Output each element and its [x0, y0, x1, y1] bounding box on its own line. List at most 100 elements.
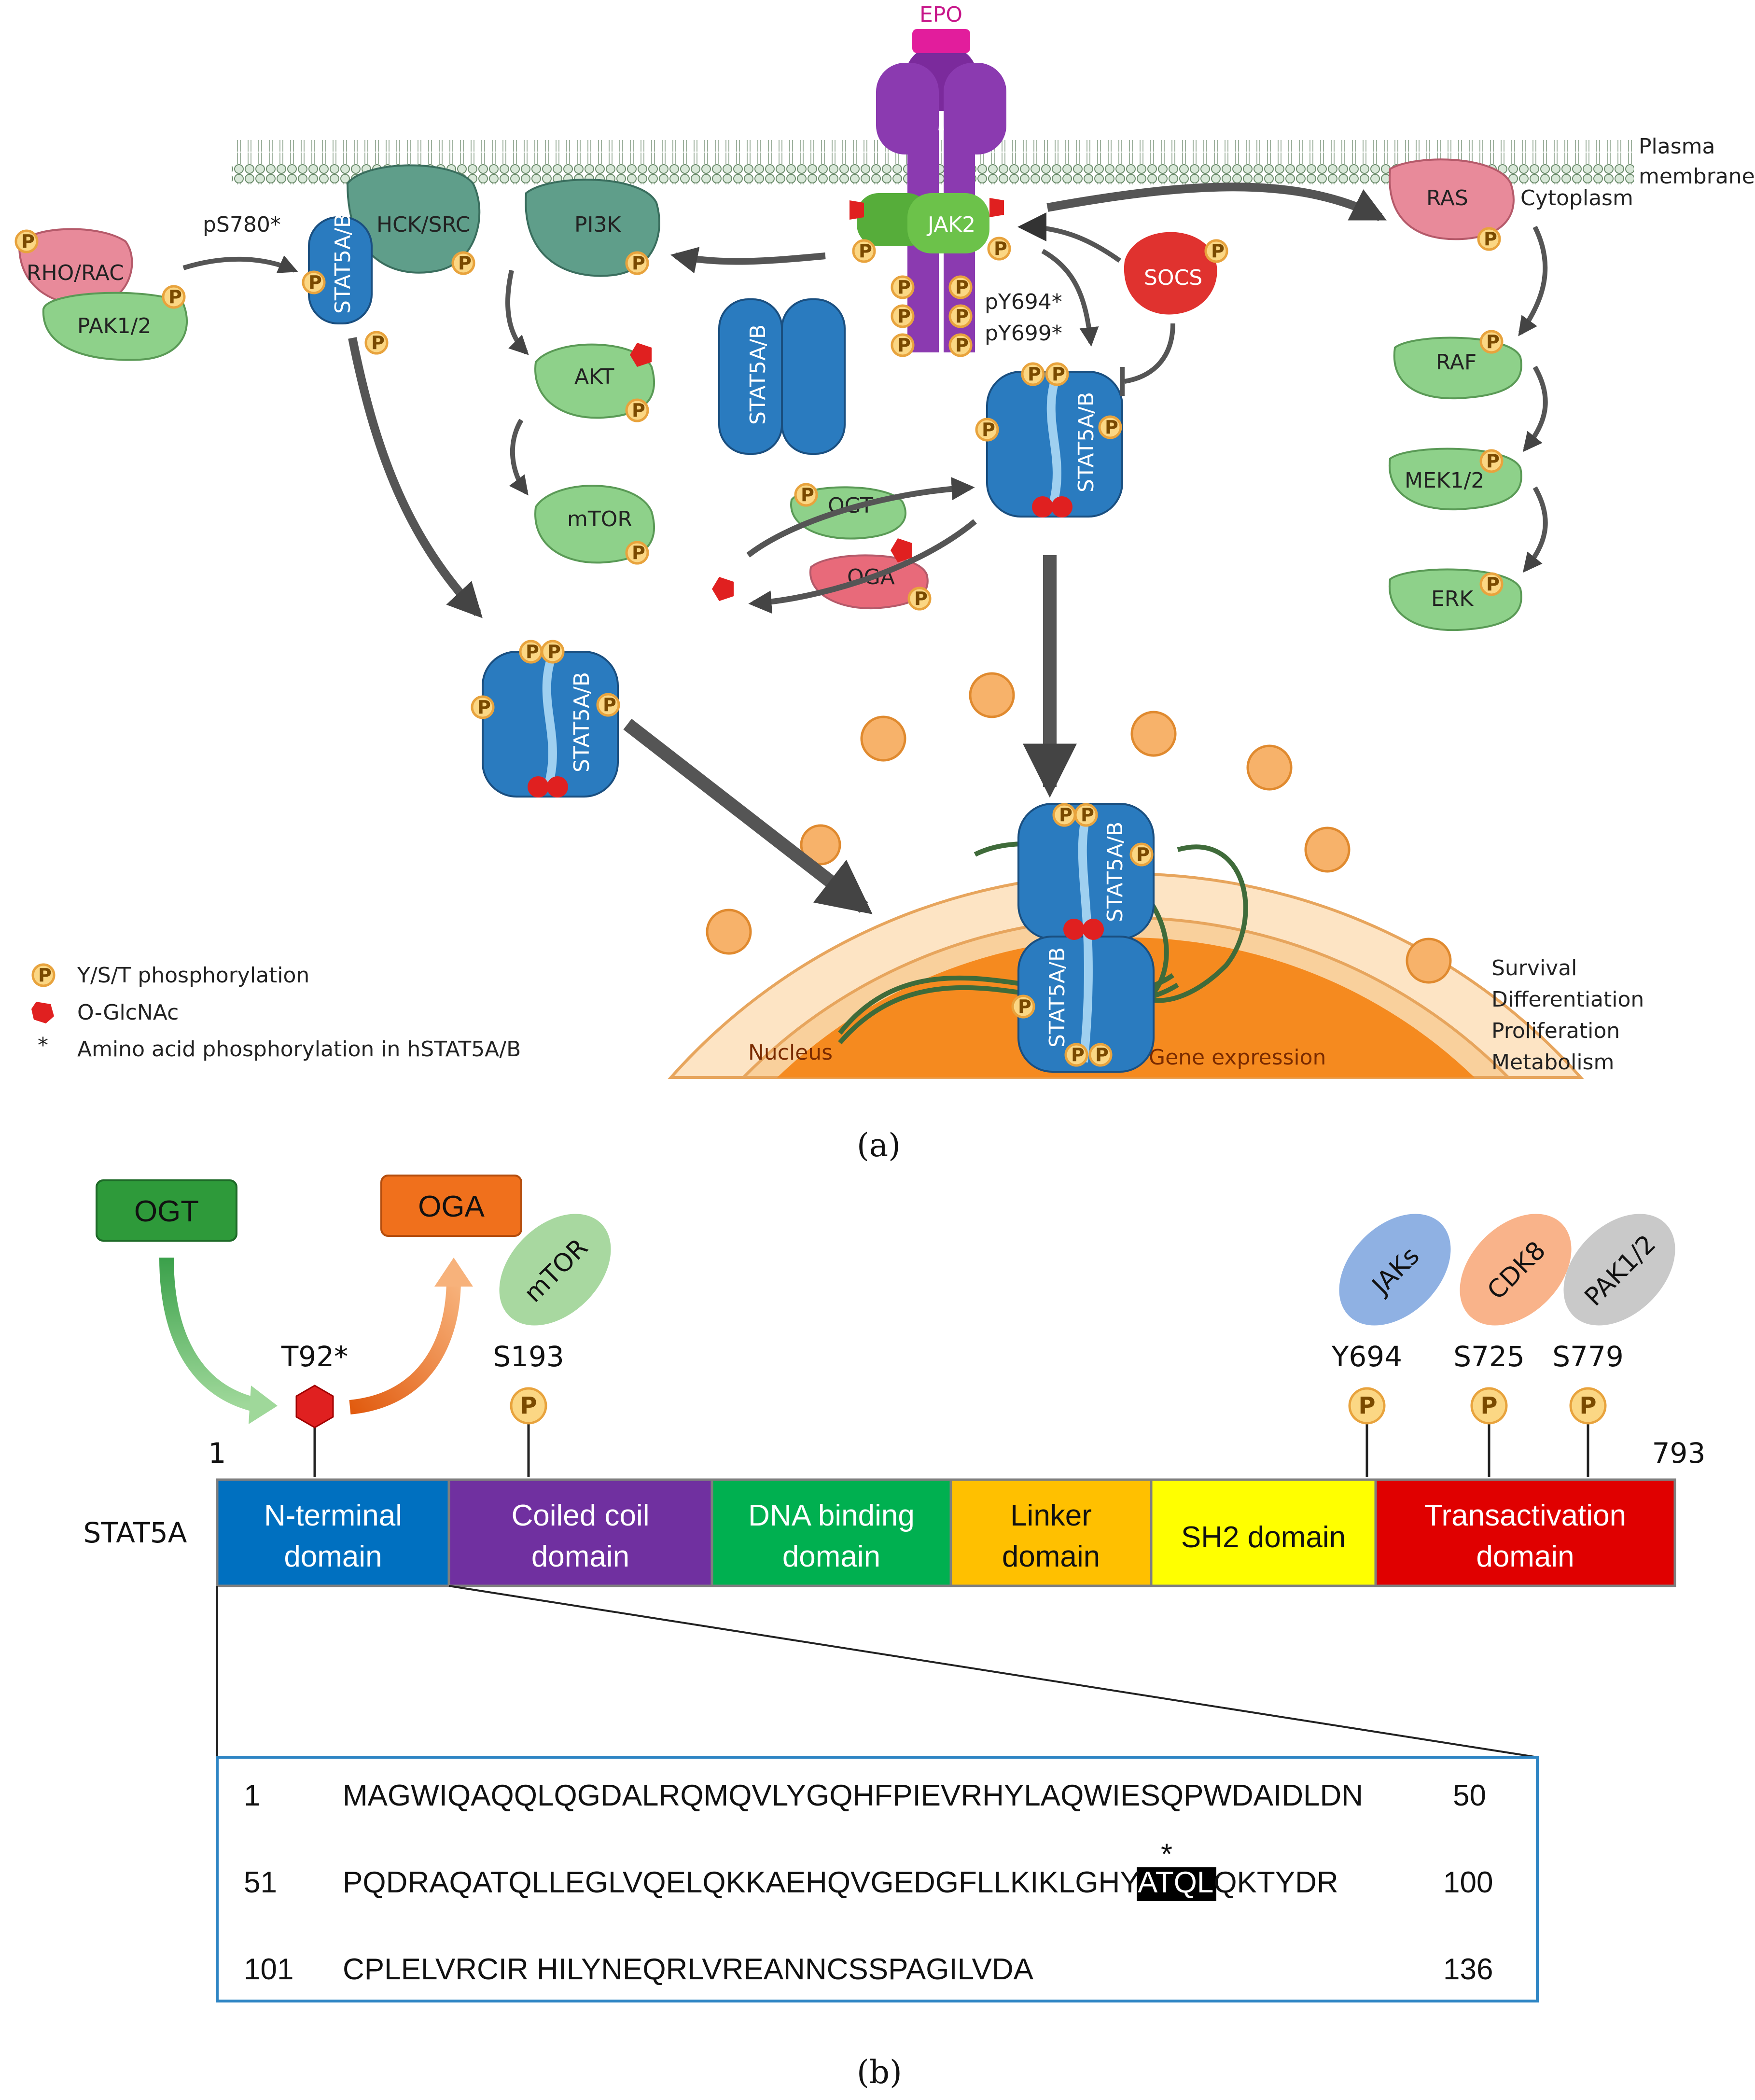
site-t92: T92*	[281, 1340, 348, 1477]
pi3k-protein: PI3K	[525, 179, 660, 277]
outcome-differentiation: Differentiation	[1491, 987, 1644, 1012]
p-badge: P	[1479, 572, 1504, 596]
site-s779: P S779	[1552, 1340, 1624, 1477]
sequence-box	[216, 1756, 1539, 2002]
kinase-pak12: PAK1/2	[1563, 1214, 1675, 1326]
svg-text:P: P	[1579, 1392, 1596, 1419]
ogt-arrowhead	[249, 1386, 278, 1424]
oga-box	[380, 1175, 522, 1237]
kinase-ellipse	[1563, 1214, 1675, 1326]
svg-text:P: P	[603, 694, 616, 715]
seq-row-2-end: 100	[1443, 1866, 1493, 1899]
sequence-row-2: 51 PQDRAQATQLLEGLVQELQKKAEHQVGEDGFLLKIKL…	[244, 1838, 1493, 1901]
sequence-row-1: 1 MAGWIQAQQLQGDALRQMQVLYGQHFPIEVRHYLAQWI…	[244, 1779, 1486, 1812]
p-badge: P	[1348, 1387, 1386, 1425]
p-badge: P	[794, 483, 818, 507]
svg-text:P: P	[1028, 364, 1041, 385]
seq-row-1-end: 50	[1453, 1779, 1486, 1812]
oga-arrowhead	[434, 1258, 473, 1287]
svg-text:P: P	[1081, 804, 1094, 826]
p-badge: P	[1045, 362, 1069, 386]
hck-src-label: HCK/SRC	[376, 212, 471, 237]
stat5-inactive-dimer: STAT5A/B	[718, 298, 846, 455]
zoom-line-right	[448, 1585, 1538, 1758]
ps780-label: pS780*	[203, 212, 281, 237]
site-s725-label: S725	[1453, 1340, 1525, 1373]
panel-b-caption: (b)	[857, 2054, 902, 2091]
seq-row-2-highlight: ATQL	[1138, 1866, 1213, 1899]
epo-label: EPO	[919, 2, 962, 27]
site-s193-label: S193	[493, 1340, 564, 1373]
kinase-ellipse	[1460, 1214, 1572, 1326]
site-t92-label: T92*	[281, 1340, 348, 1373]
svg-text:P: P	[859, 240, 872, 262]
p-badge: P	[1470, 1387, 1508, 1425]
outcome-survival: Survival	[1491, 956, 1577, 980]
stat5-nuclear-tetramer: STAT5A/B STAT5A/B	[1017, 803, 1155, 1073]
p-badge: P	[1098, 415, 1122, 439]
stat5-inactive-label: STAT5A/B	[746, 324, 770, 425]
p-badge: P	[302, 270, 326, 294]
panel-a-caption: (a)	[857, 1127, 901, 1164]
socs-to-jak2-arrow	[1017, 212, 1121, 263]
ogt-box-label: OGT	[134, 1195, 199, 1228]
p-badge: P	[1129, 842, 1154, 867]
protein-end: 793	[1652, 1437, 1706, 1470]
protein-start: 1	[209, 1437, 226, 1470]
svg-text:P: P	[632, 252, 645, 274]
svg-text:P: P	[955, 306, 969, 327]
legend-phospho-icon: P	[31, 963, 56, 987]
svg-text:P: P	[1358, 1392, 1375, 1419]
kinase-ellipse	[1339, 1214, 1451, 1326]
socs-label: SOCS	[1144, 266, 1202, 290]
site-s193: P S193	[493, 1340, 564, 1477]
p-badge: P	[1052, 803, 1076, 827]
svg-text:P: P	[914, 588, 928, 609]
outcome-proliferation: Proliferation	[1491, 1019, 1620, 1043]
stat5-active-left-label: STAT5A/B	[570, 672, 594, 772]
kinase-ellipse	[499, 1214, 611, 1326]
svg-text:P: P	[547, 641, 561, 662]
stat5-active-upper-label: STAT5A/B	[1074, 392, 1099, 492]
kinase-mtor: mTOR	[499, 1214, 611, 1326]
domain-label: domain	[284, 1540, 382, 1573]
raf-label: RAF	[1436, 350, 1476, 375]
site-s779-label: S779	[1552, 1340, 1624, 1373]
svg-text:P: P	[168, 286, 182, 308]
domain-label: N-terminal	[264, 1499, 402, 1532]
kinase-jaks: JAKs	[1339, 1214, 1451, 1326]
svg-text:P: P	[994, 238, 1007, 259]
svg-text:P: P	[38, 965, 52, 986]
jak2-protein: JAK2	[850, 193, 1004, 253]
p-badge: P	[891, 275, 915, 299]
pathway-arrows	[182, 182, 1548, 914]
seq-row-3-residues: CPLELVRCIR HILYNEQRLVREANNCSSPAGILVDA	[343, 1953, 1034, 1986]
p-badge: P	[519, 640, 543, 664]
gene-expression-label: Gene expression	[1149, 1045, 1326, 1070]
p-badge: P	[14, 229, 39, 253]
mtor-label: mTOR	[567, 507, 632, 532]
oglcnac-hexagon	[295, 1385, 334, 1428]
domain-rect	[216, 1478, 450, 1587]
p-badge: P	[162, 285, 186, 309]
p-badge: P	[1088, 1043, 1113, 1067]
domain-block: N-terminal domain	[216, 1478, 450, 1587]
p-badge: P	[948, 304, 973, 328]
plasma-membrane-label-2: membrane	[1639, 164, 1755, 189]
p-badge: P	[596, 693, 620, 717]
svg-text:P: P	[897, 277, 911, 298]
svg-text:P: P	[1105, 417, 1118, 438]
legend-oglcnac-label: O-GlcNAc	[77, 1000, 179, 1025]
akt-label: AKT	[574, 364, 614, 389]
seq-row-1-start: 1	[244, 1779, 260, 1812]
p-badge: P	[1064, 1043, 1088, 1067]
cytoplasm-label: Cytoplasm	[1520, 186, 1633, 210]
domain-label: Transactivation	[1424, 1499, 1626, 1532]
site-s725: P S725	[1453, 1340, 1525, 1477]
